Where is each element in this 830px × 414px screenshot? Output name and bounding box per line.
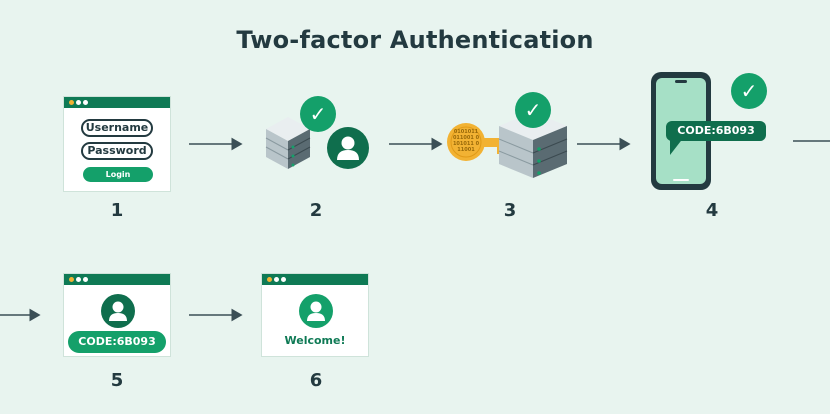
password-field[interactable]: Password [81,142,153,160]
username-field[interactable]: Username [81,119,153,137]
step-number: 5 [110,370,124,391]
login-window: Username Password Login [63,96,171,192]
check-icon: ✓ [731,73,767,109]
step-number: 6 [309,370,323,391]
window-titlebar [64,97,170,108]
step-number: 4 [705,200,719,221]
diagram-title: Two-factor Authentication [236,26,594,54]
phone-speaker [675,80,687,83]
step-number: 3 [503,200,517,221]
user-avatar-icon [101,294,135,328]
verification-window: CODE:6B093 [63,273,171,357]
welcome-window: Welcome! [261,273,369,357]
login-button[interactable]: Login [83,167,153,182]
check-icon: ✓ [515,92,551,128]
user-avatar-icon [299,294,333,328]
speech-bubble-tail [670,137,684,155]
window-titlebar [262,274,368,285]
sms-code-bubble: CODE:6B093 [666,121,766,141]
check-icon: ✓ [300,96,336,132]
code-input-display[interactable]: CODE:6B093 [68,331,166,353]
server-icon [265,117,311,169]
welcome-message: Welcome! [284,334,346,347]
step-number: 2 [309,200,323,221]
step-number: 1 [110,200,124,221]
user-avatar-icon [327,127,369,169]
phone-home-bar [673,179,689,181]
window-titlebar [64,274,170,285]
key-binary-text: 0101011 011001 0101011 011001 [452,129,480,153]
